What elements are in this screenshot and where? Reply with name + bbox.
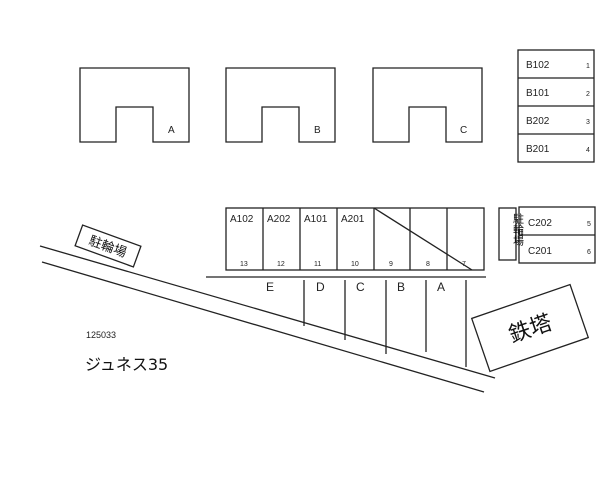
- unit-cell: B101: [526, 88, 550, 99]
- building-b: B: [225, 67, 336, 143]
- unit-list-right: C202 5 C201 6: [518, 206, 596, 264]
- bike-parking-label: 駐輪場: [87, 233, 129, 261]
- bay-unit: A202: [267, 214, 291, 225]
- unit-cell: B202: [526, 116, 550, 127]
- bay-number: 12: [277, 261, 285, 268]
- unit-cell: C201: [528, 246, 552, 257]
- building-a-label: A: [168, 125, 175, 136]
- bay-number: 8: [426, 261, 430, 268]
- bay-number: 10: [351, 261, 359, 268]
- unit-list-top: B102 1 B101 2 B202 3 B201 4: [517, 49, 595, 163]
- unit-number: 2: [586, 91, 590, 98]
- lower-bay-label: C: [356, 280, 365, 294]
- lower-bays: E D C B A: [206, 276, 486, 367]
- bike-parking: 駐輪場: [74, 224, 142, 268]
- bay-number: 11: [314, 261, 321, 268]
- bay-unit: A201: [341, 214, 365, 225]
- bay-unit: A102: [230, 214, 254, 225]
- bay-number: 7: [462, 261, 466, 268]
- lower-bay-label: A: [437, 280, 445, 294]
- unit-number: 1: [586, 63, 590, 70]
- building-c: C: [372, 67, 483, 143]
- unit-cell: B102: [526, 60, 550, 71]
- lower-bay-label: D: [316, 280, 325, 294]
- unit-number: 5: [587, 221, 591, 228]
- bay-number: 9: [389, 261, 393, 268]
- lower-bay-label: E: [266, 280, 274, 294]
- unit-number: 4: [586, 147, 590, 154]
- property-code: 125033: [86, 330, 116, 340]
- unit-cell: B201: [526, 144, 550, 155]
- parking-row: A102 A202 A101 A201 13 12 11 10 9 8 7: [225, 207, 485, 271]
- road: [39, 245, 496, 393]
- building-c-label: C: [460, 125, 467, 136]
- building-a: A: [79, 67, 190, 143]
- unit-number: 3: [586, 119, 590, 126]
- bay-unit: A101: [304, 214, 328, 225]
- building-b-label: B: [314, 125, 321, 136]
- lower-bay-label: B: [397, 280, 405, 294]
- unit-number: 6: [587, 249, 591, 256]
- tower-label: 鉄塔: [506, 310, 556, 348]
- unit-cell: C202: [528, 218, 552, 229]
- property-name: ジュネス35: [85, 355, 168, 374]
- bay-number: 13: [240, 261, 248, 268]
- steel-tower: 鉄塔: [470, 283, 590, 373]
